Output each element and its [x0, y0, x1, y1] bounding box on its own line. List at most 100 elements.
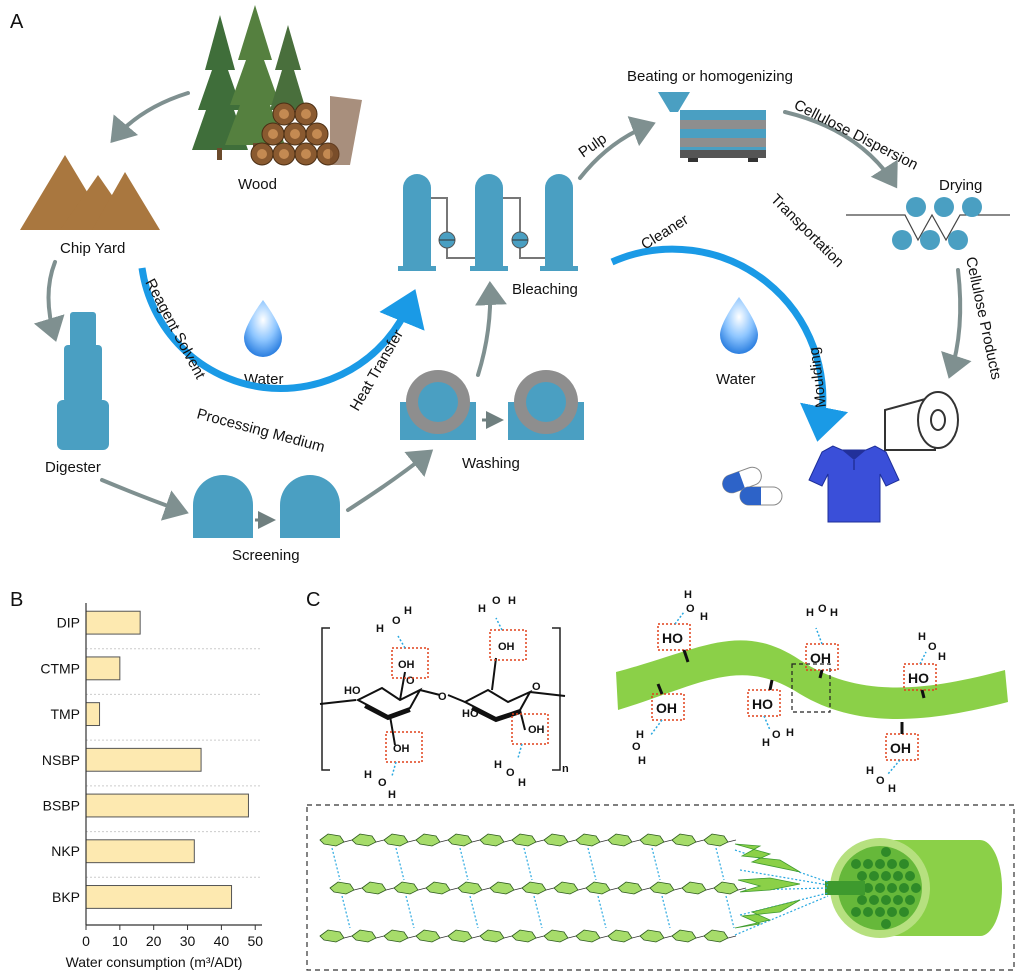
- fiber-w-o3: O: [928, 641, 937, 653]
- cellulose-fiber-strand: HO OH HO OH HO OH H O H H O H H O H H O …: [616, 589, 1008, 795]
- label-digester: Digester: [45, 459, 101, 476]
- elementary-fibril: [851, 907, 861, 917]
- category-label-bsbp: BSBP: [43, 798, 80, 814]
- glycosidic-bond: [385, 887, 395, 891]
- glucose-ring: [425, 881, 451, 895]
- fiber-w-h7: H: [636, 729, 644, 741]
- glycosidic-bond: [705, 887, 715, 891]
- elementary-fibril: [887, 859, 897, 869]
- chem-ho-1: HO: [344, 685, 361, 697]
- elementary-fibril: [887, 883, 897, 893]
- glycosidic-bond: [471, 839, 481, 843]
- elementary-fibril: [899, 907, 909, 917]
- arrow-washing-to-bleaching: [474, 281, 507, 377]
- bar-tmp: [85, 702, 101, 727]
- glycosidic-bond: [641, 887, 651, 891]
- fiber-w-o6: O: [876, 775, 885, 787]
- category-label-dip: DIP: [57, 615, 80, 631]
- label-wood: Wood: [238, 176, 277, 193]
- glucose-ring: [383, 929, 409, 943]
- chem-ring-o-1: O: [406, 675, 415, 687]
- label-beating: Beating or homogenizing: [627, 68, 793, 85]
- glycosidic-bond: [353, 887, 363, 891]
- glucose-ring: [479, 929, 505, 943]
- microfibril-box: [306, 804, 1015, 971]
- glucose-ring: [383, 833, 409, 847]
- category-label-bkp: BKP: [52, 889, 80, 905]
- pills-icon: [722, 466, 783, 506]
- arrow-bleaching-to-beating: [578, 116, 656, 180]
- chem-h-4: H: [508, 595, 516, 607]
- elementary-fibril: [857, 895, 867, 905]
- screening-icon: [193, 475, 340, 538]
- fiber-w-h6: H: [938, 651, 946, 663]
- elementary-fibril: [875, 859, 885, 869]
- chem-o-w1: O: [392, 615, 401, 627]
- elementary-fibril: [881, 919, 891, 929]
- hydrogen-bond: [469, 895, 479, 929]
- elementary-fibril: [857, 871, 867, 881]
- fiber-oh-3: OH: [890, 740, 911, 756]
- fiber-w-h8: H: [638, 755, 646, 767]
- chem-oh-2: OH: [498, 641, 515, 653]
- elementary-fibril: [893, 895, 903, 905]
- glycosidic-bond: [695, 839, 705, 843]
- glucose-ring: [713, 881, 739, 895]
- bleaching-icon: [398, 174, 578, 271]
- water-drop-left-icon: [244, 300, 282, 357]
- label-moulding: Moulding: [806, 346, 830, 408]
- label-pulp: Pulp: [576, 130, 610, 161]
- panel-label-c: C: [306, 589, 320, 611]
- cellulose-chain-network: [319, 833, 747, 943]
- chem-h-1: H: [376, 623, 384, 635]
- tshirt-icon: [808, 445, 900, 523]
- glucose-ring: [351, 833, 377, 847]
- category-label-nsbp: NSBP: [42, 752, 80, 768]
- fiber-w-o5: O: [772, 729, 781, 741]
- glycosidic-bond: [599, 935, 609, 939]
- paper-roll-icon: [884, 391, 959, 451]
- fiber-ho-3: HO: [752, 696, 773, 712]
- elementary-fibril: [905, 871, 915, 881]
- chip-yard-icon: [20, 155, 160, 230]
- x-tick-label-40: 40: [214, 933, 230, 949]
- x-axis-title: Water consumption (m³/ADt): [66, 954, 243, 970]
- label-washing: Washing: [462, 455, 520, 472]
- glucose-ring: [575, 929, 601, 943]
- elementary-fibril: [863, 859, 873, 869]
- glycosidic-bond: [727, 935, 737, 939]
- glycosidic-bond: [663, 839, 673, 843]
- glycosidic-bond: [577, 887, 587, 891]
- glycosidic-bond: [471, 935, 481, 939]
- glucose-ring: [393, 881, 419, 895]
- glycosidic-bond: [439, 839, 449, 843]
- hydrogen-bond: [405, 895, 415, 929]
- fiber-ho-1: HO: [662, 630, 683, 646]
- elementary-fibril: [875, 883, 885, 893]
- label-cellulose-dispersion: Cellulose Dispersion: [791, 96, 921, 173]
- drying-rollers-icon: [846, 197, 1010, 250]
- category-label-tmp: TMP: [50, 706, 80, 722]
- glycosidic-bond: [481, 887, 491, 891]
- fiber-ho-2: HO: [908, 670, 929, 686]
- glucose-ring: [319, 929, 345, 943]
- glucose-ring: [617, 881, 643, 895]
- elementary-fibril: [881, 895, 891, 905]
- x-tick-label-20: 20: [146, 933, 162, 949]
- glycosidic-bond: [609, 887, 619, 891]
- hydrogen-bond: [533, 895, 543, 929]
- elementary-fibril: [863, 907, 873, 917]
- glucose-ring: [457, 881, 483, 895]
- hydrogen-bond: [715, 847, 725, 881]
- glucose-ring: [703, 929, 729, 943]
- glycosidic-bond: [631, 839, 641, 843]
- glycosidic-bond: [535, 839, 545, 843]
- fiber-w-o4: O: [632, 741, 641, 753]
- chem-ho-2: HO: [462, 708, 479, 720]
- hydrogen-bond: [459, 847, 469, 881]
- bar-ctmp: [85, 656, 121, 681]
- glycosidic-bond: [449, 887, 459, 891]
- fiber-w-h9: H: [762, 737, 770, 749]
- fiber-w-h1: H: [684, 589, 692, 601]
